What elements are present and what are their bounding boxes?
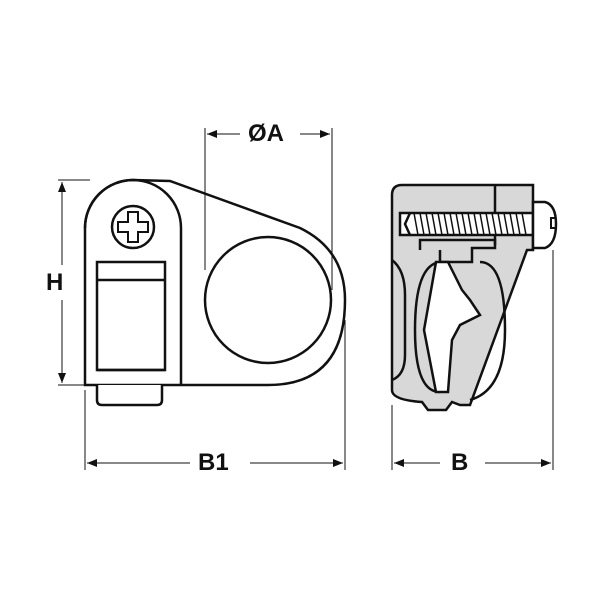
dimension-label-b1: B1 xyxy=(194,450,233,476)
dimension-lines xyxy=(58,128,554,470)
screw-head-side-icon xyxy=(531,200,558,250)
dimension-label-diameter-a: ØA xyxy=(244,121,288,147)
dimension-label-h: H xyxy=(42,270,68,296)
screw-head-icon xyxy=(110,204,156,250)
dimension-label-b: B xyxy=(447,450,473,476)
tube-hole xyxy=(203,235,333,365)
phillips-cross-icon xyxy=(117,211,149,243)
front-view xyxy=(83,178,347,407)
side-view xyxy=(390,183,558,412)
